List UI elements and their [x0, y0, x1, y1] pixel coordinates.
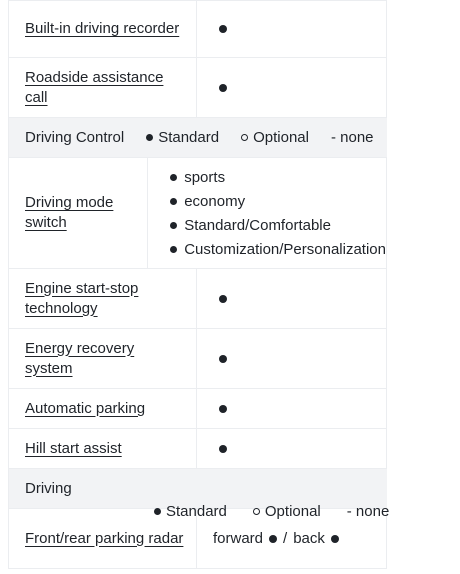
row-value: sports economy Standard/Comfortable Cust… [148, 158, 387, 268]
mode-option-label: Customization/Personalization [184, 240, 386, 258]
feature-link-energy-recovery[interactable]: Energy recovery system [25, 339, 135, 377]
list-item: economy [170, 189, 386, 213]
row-value [197, 329, 387, 388]
back-label: back [293, 530, 325, 547]
standard-dot-icon [170, 197, 178, 205]
legend-standard-label: Standard [158, 129, 220, 146]
table-row: Hill start assist [9, 429, 387, 469]
legend-driving-section: Standard Optional - none [154, 503, 415, 520]
legend-none-label: - none [346, 503, 390, 520]
legend-none-label: - none [330, 129, 374, 146]
separator: / [283, 530, 288, 547]
legend-standard: Standard [146, 129, 219, 146]
row-label: Roadside assistance call [9, 58, 197, 117]
forward-label: forward [213, 530, 264, 547]
section-title: Driving Control [25, 129, 125, 146]
section-header-driving: Driving [9, 469, 387, 509]
spec-table: Built-in driving recorder Roadside assis… [8, 0, 387, 569]
row-label: Engine start-stop technology [9, 269, 197, 328]
feature-link-automatic-parking[interactable]: Automatic parking [25, 399, 146, 417]
row-value [197, 429, 387, 468]
row-value [197, 58, 387, 117]
mode-option-label: sports [184, 168, 226, 186]
table-row: Built-in driving recorder [9, 0, 387, 58]
standard-dot-icon [269, 534, 278, 543]
table-row: Energy recovery system [9, 329, 387, 389]
list-item: Standard/Comfortable [170, 213, 386, 237]
legend-standard: Standard [154, 503, 227, 520]
feature-link-parking-radar[interactable]: Front/rear parking radar [25, 529, 184, 547]
section-header-driving-control: Driving Control Standard Optional - none [9, 118, 387, 158]
standard-dot-icon [219, 83, 227, 92]
standard-dot-icon [219, 294, 227, 303]
legend-optional-label: Optional [253, 129, 309, 146]
feature-link-driving-mode-switch[interactable]: Driving mode switch [25, 194, 114, 231]
standard-dot-icon [170, 245, 178, 253]
feature-link-driving-recorder[interactable]: Built-in driving recorder [25, 20, 180, 37]
legend-none: - none [347, 503, 390, 520]
optional-ring-icon [241, 134, 249, 141]
legend-optional-label: Optional [264, 503, 321, 520]
row-label: Automatic parking [9, 389, 197, 428]
legend-none: - none [331, 129, 374, 146]
row-label: Hill start assist [9, 429, 197, 468]
mode-list: sports economy Standard/Comfortable Cust… [170, 165, 386, 261]
row-label: Built-in driving recorder [9, 1, 197, 57]
table-row: Roadside assistance call [9, 58, 387, 118]
standard-dot-icon [170, 221, 178, 229]
legend-standard-label: Standard [166, 503, 227, 520]
mode-option-label: Standard/Comfortable [184, 216, 331, 234]
legend: Standard Optional - none [146, 129, 395, 146]
feature-link-hill-start-assist[interactable]: Hill start assist [25, 439, 122, 457]
standard-dot-icon [154, 508, 161, 515]
optional-ring-icon [252, 508, 260, 515]
mode-option-label: economy [184, 192, 246, 210]
row-value: forward / back [197, 509, 387, 568]
row-label: Energy recovery system [9, 329, 197, 388]
standard-dot-icon [170, 173, 178, 181]
row-value [197, 1, 387, 57]
standard-dot-icon [219, 25, 227, 33]
standard-dot-icon [146, 134, 154, 141]
legend-optional: Optional [241, 129, 309, 146]
parking-radar-value: forward / back [213, 530, 345, 547]
legend-optional: Optional [252, 503, 321, 520]
table-row: Driving mode switch sports economy Stand… [9, 158, 387, 269]
list-item: sports [170, 165, 386, 189]
row-value [197, 269, 387, 328]
standard-dot-icon [330, 534, 339, 543]
row-label: Front/rear parking radar [9, 509, 197, 568]
row-label: Driving mode switch [9, 158, 149, 268]
table-row: Front/rear parking radar forward / back [9, 509, 387, 569]
list-item: Customization/Personalization [170, 237, 386, 261]
feature-link-engine-start-stop[interactable]: Engine start-stop technology [25, 279, 139, 317]
standard-dot-icon [219, 444, 227, 453]
row-value [197, 389, 387, 428]
feature-link-roadside-assistance[interactable]: Roadside assistance call [25, 68, 164, 106]
table-row: Engine start-stop technology [9, 269, 387, 329]
table-row: Automatic parking [9, 389, 387, 429]
standard-dot-icon [219, 354, 227, 363]
standard-dot-icon [219, 404, 227, 413]
section-title: Driving [25, 480, 72, 497]
